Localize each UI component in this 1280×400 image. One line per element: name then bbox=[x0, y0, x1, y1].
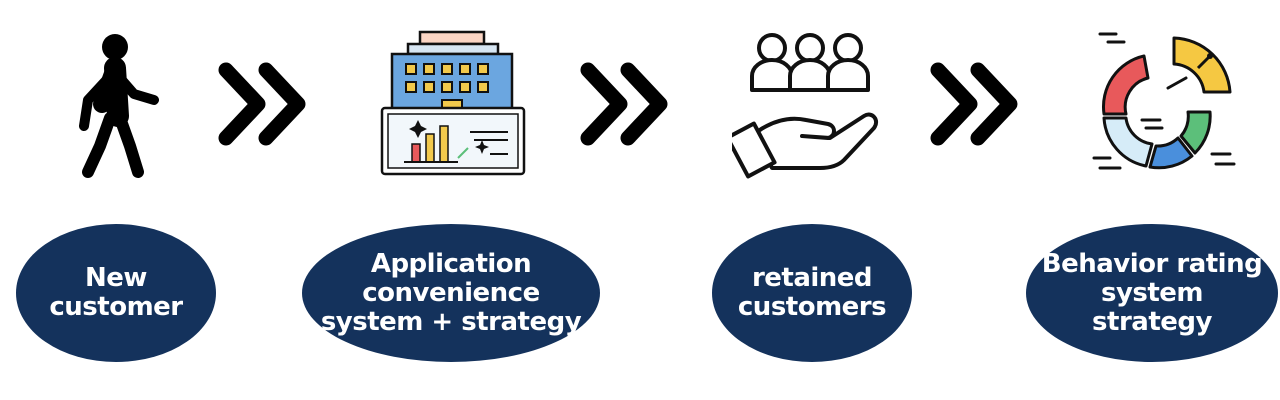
label-line: customers bbox=[737, 292, 887, 322]
step-1-label: New customer bbox=[16, 224, 216, 362]
step-2-label: Application convenience system + strateg… bbox=[302, 224, 600, 362]
label-line: customer bbox=[49, 292, 183, 322]
step-3-label: retained customers bbox=[712, 224, 912, 362]
label-line: system + strategy bbox=[320, 306, 582, 337]
double-chevron-right-icon bbox=[218, 62, 306, 146]
label-line: retained bbox=[751, 263, 873, 293]
step-4-label: Behavior rating system strategy bbox=[1026, 224, 1278, 362]
label-line: Behavior rating bbox=[1041, 248, 1263, 279]
label-line: system bbox=[1100, 277, 1204, 308]
label-line: Application bbox=[370, 248, 532, 279]
walking-person-icon bbox=[79, 34, 159, 178]
label-line: strategy bbox=[1092, 306, 1212, 337]
office-building-with-chart-icon bbox=[380, 30, 526, 176]
label-line: convenience bbox=[362, 277, 540, 308]
double-chevron-right-icon bbox=[580, 62, 668, 146]
segmented-donut-chart-icon bbox=[1092, 32, 1236, 170]
label-line: New bbox=[85, 263, 147, 293]
double-chevron-right-icon bbox=[930, 62, 1018, 146]
hand-holding-people-icon bbox=[732, 33, 879, 179]
